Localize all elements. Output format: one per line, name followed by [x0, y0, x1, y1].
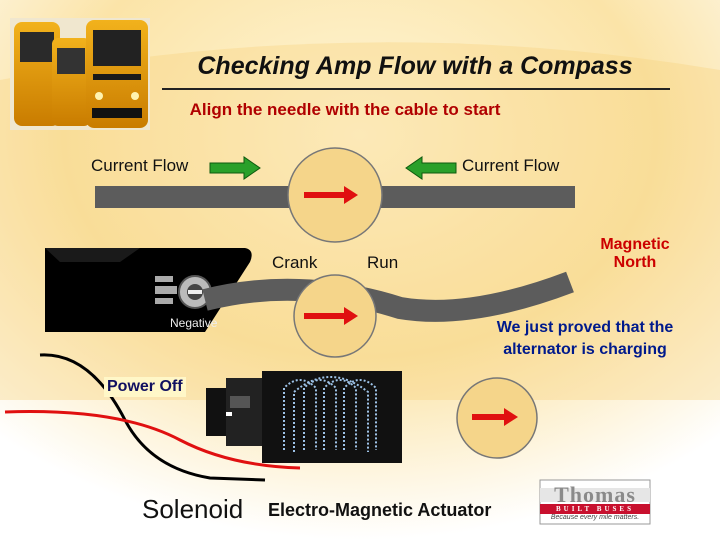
current-flow-label-left: Current Flow [91, 156, 189, 175]
compass-middle [293, 274, 377, 358]
power-off-label: Power Off [104, 377, 186, 397]
slide-title: Checking Amp Flow with a Compass [197, 52, 633, 80]
school-bus-photo [10, 18, 150, 130]
run-label: Run [367, 253, 399, 272]
magnetic-north-line2: North [613, 254, 657, 271]
alternator-proof-line1: We just proved that the [496, 319, 674, 336]
alternator-proof-line2: alternator is charging [503, 341, 667, 358]
logo-tagline: Because every mile matters. [550, 514, 640, 521]
solenoid-label: Solenoid [142, 494, 244, 524]
negative-label: Negative [170, 316, 218, 330]
battery-shape [45, 248, 252, 332]
compass-bottom [456, 377, 538, 459]
actuator-label: Electro-Magnetic Actuator [268, 500, 492, 520]
alternator-proof-text: We just proved that the alternator is ch… [470, 317, 700, 361]
magnetic-north-label: Magnetic North [585, 236, 685, 272]
compass-top [287, 147, 383, 243]
magnetic-north-line1: Magnetic [600, 236, 670, 253]
thomas-logo [539, 479, 651, 525]
crank-label: Crank [272, 253, 318, 272]
current-flow-label-right: Current Flow [462, 156, 560, 175]
battery-terminal-icon [155, 275, 212, 309]
current-flow-arrow-left [405, 156, 457, 180]
current-flow-arrow-right [209, 156, 261, 180]
slide-subtitle: Align the needle with the cable to start [189, 100, 501, 119]
logo-name: Thomas [554, 482, 636, 507]
positive-wire [4, 410, 301, 470]
solenoid-coil-icon [206, 371, 402, 463]
logo-sub: BUILT BUSES [556, 505, 634, 513]
battery-cable [202, 271, 574, 322]
